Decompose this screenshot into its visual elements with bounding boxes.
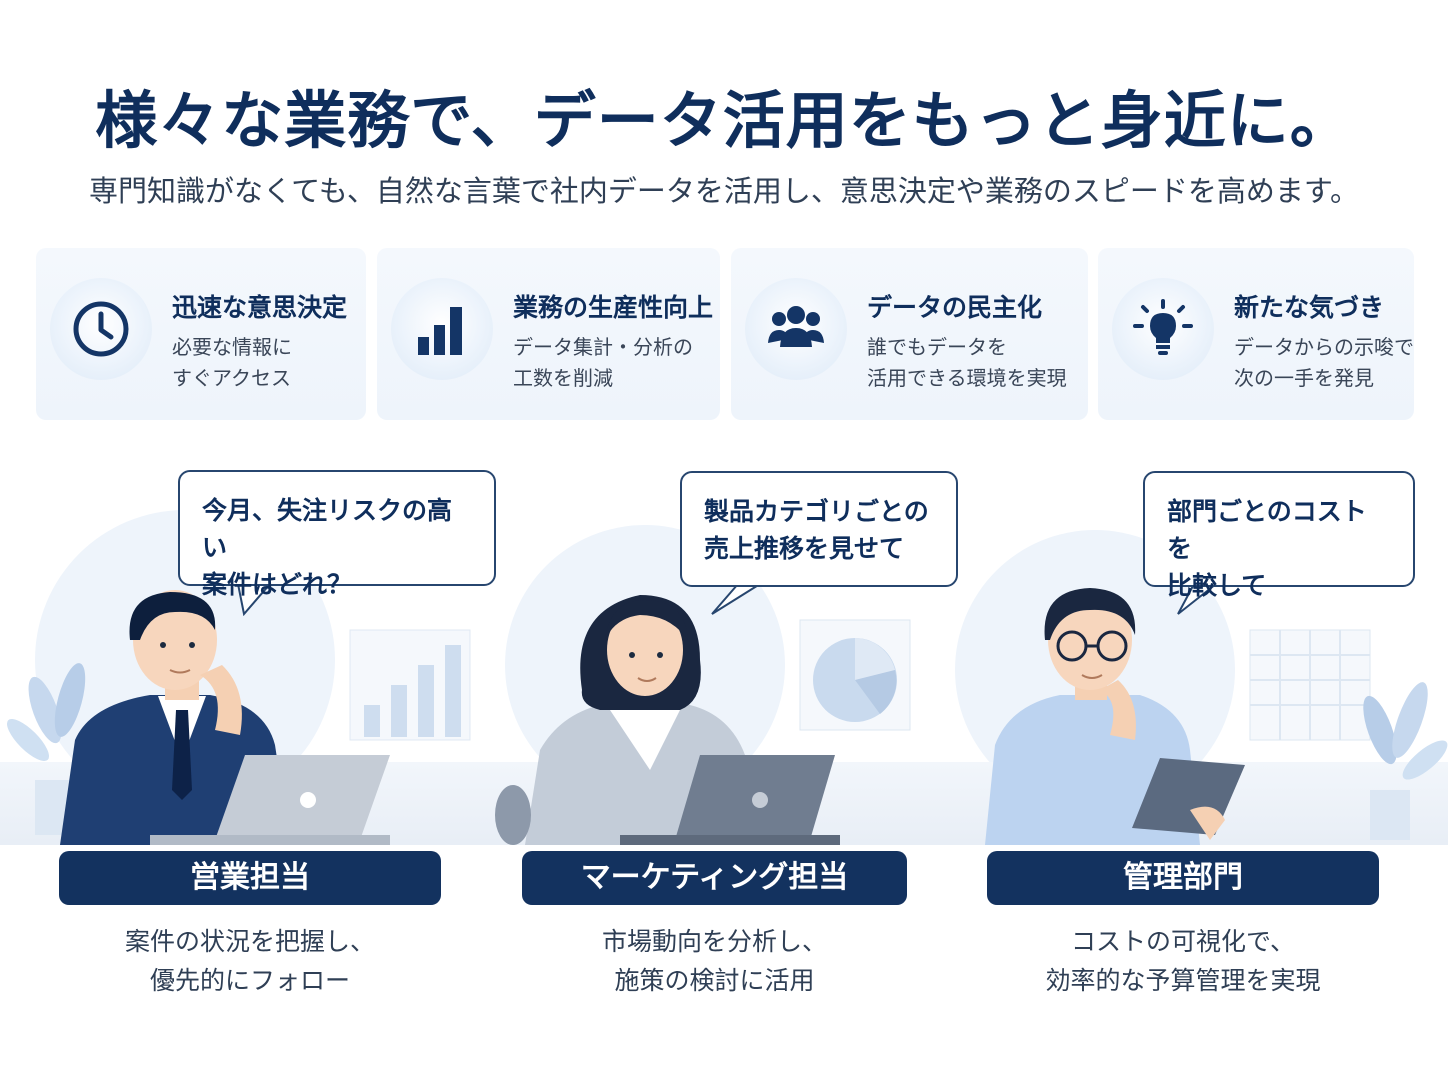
benefit-title: 迅速な意思決定 <box>172 293 348 322</box>
benefit-title: 新たな気づき <box>1234 293 1385 322</box>
clock-icon <box>50 278 152 380</box>
benefit-card-speed: 迅速な意思決定 必要な情報に すぐアクセス <box>36 248 366 420</box>
benefit-title: データの民主化 <box>867 293 1043 322</box>
bar-chart-icon <box>391 278 493 380</box>
headline: 様々な業務で、データ活用をもっと身近に。 <box>95 84 1353 157</box>
plant-right <box>1363 682 1448 840</box>
sales-person <box>60 590 290 845</box>
benefit-card-productivity: 業務の生産性向上 データ集計・分析の 工数を削減 <box>377 248 720 420</box>
benefit-card-democratization: データの民主化 誰でもデータを 活用できる環境を実現 <box>731 248 1088 420</box>
role-desc-marketing: 市場動向を分析し、 施策の検討に活用 <box>601 927 827 995</box>
laptop-2 <box>620 755 840 845</box>
laptop-1 <box>150 755 390 845</box>
role-desc-sales: 案件の状況を把握し、 優先的にフォロー <box>124 927 375 995</box>
benefit-desc: 誰でもデータを 活用できる環境を実現 <box>867 335 1067 390</box>
role-label-marketing: マーケティング担当 <box>522 851 907 905</box>
role-desc-admin: コストの可視化で、 効率的な予算管理を実現 <box>1045 927 1321 995</box>
subheadline: 専門知識がなくても、自然な言葉で社内データを活用し、意思決定や業務のスピードを高… <box>89 174 1359 208</box>
benefit-title: 業務の生産性向上 <box>513 293 714 322</box>
speech-bubble-sales: 今月、失注リスクの高い 案件はどれ？ <box>178 470 496 599</box>
people-icon <box>745 278 847 380</box>
benefit-desc: 必要な情報に すぐアクセス <box>172 335 292 390</box>
benefit-card-insight: 新たな気づき データからの示唆で 次の一手を発見 <box>1098 248 1414 420</box>
speech-bubble-marketing: 製品カテゴリごとの 売上推移を見せて <box>680 471 958 587</box>
benefit-desc: データ集計・分析の 工数を削減 <box>513 335 693 390</box>
role-label-admin: 管理部門 <box>987 851 1379 905</box>
decor-table <box>1249 629 1371 741</box>
decor-pie-chart <box>799 619 911 731</box>
role-label-sales: 営業担当 <box>59 851 441 905</box>
speech-bubble-admin: 部門ごとのコストを 比較して <box>1143 471 1415 600</box>
benefit-desc: データからの示唆で 次の一手を発見 <box>1234 335 1414 390</box>
lightbulb-icon <box>1112 278 1214 380</box>
tablet <box>1132 758 1245 840</box>
decor-bar-chart <box>349 629 471 741</box>
bubble-tail-2 <box>711 582 762 615</box>
